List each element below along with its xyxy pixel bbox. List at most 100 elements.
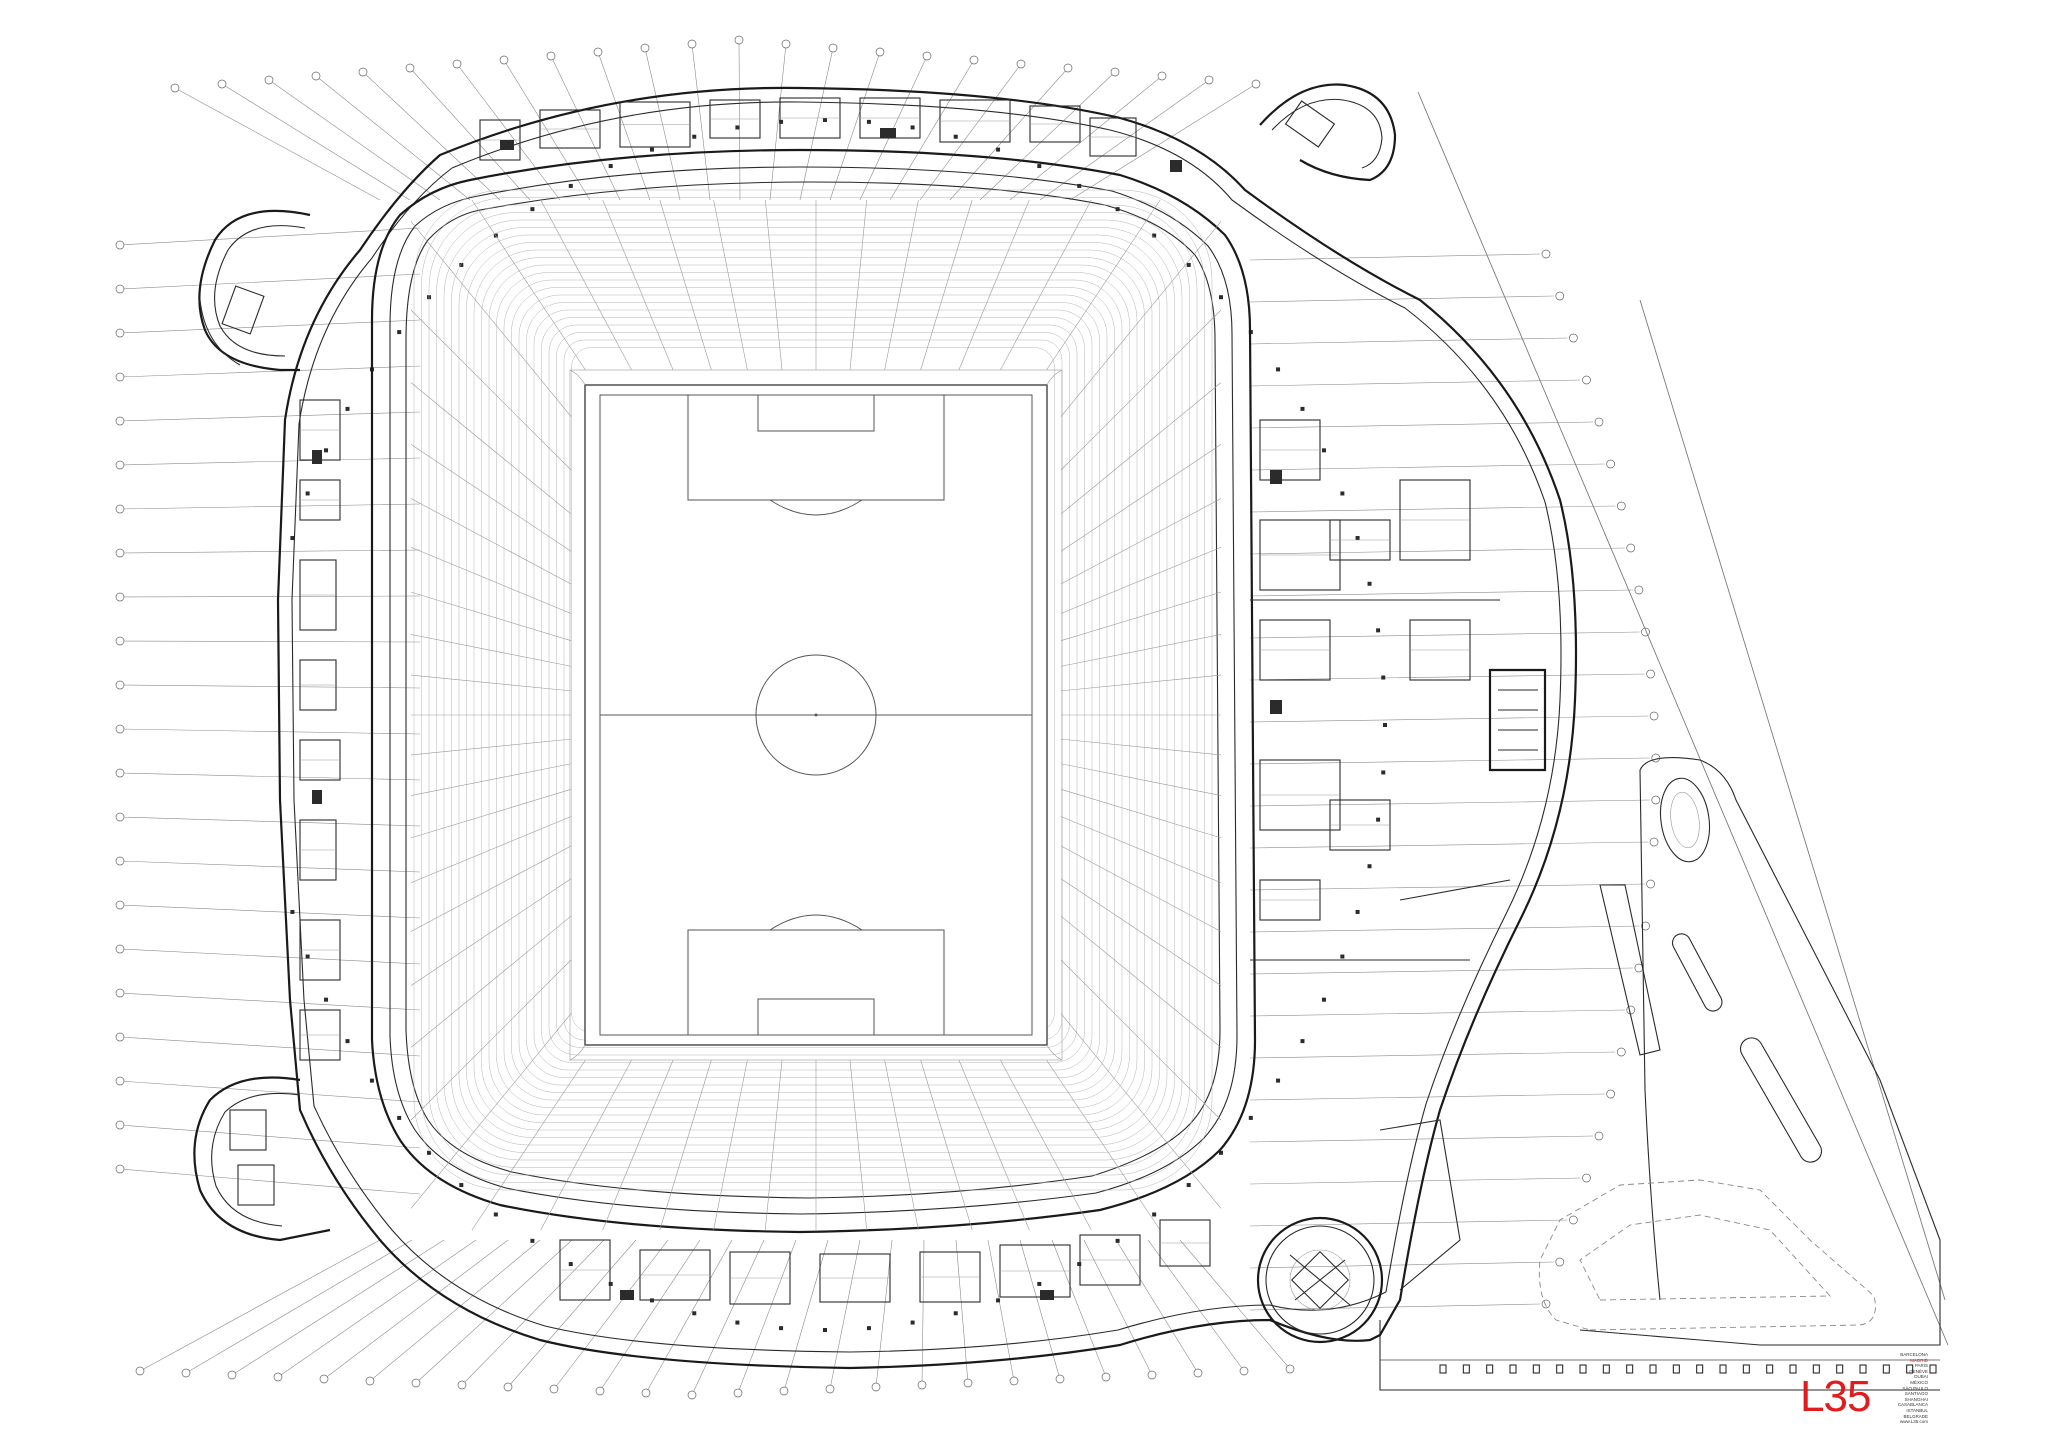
grid-line xyxy=(550,55,621,201)
seat-row xyxy=(421,197,1205,1183)
grid-bubble xyxy=(1569,333,1578,343)
perimeter-column xyxy=(1276,1078,1281,1083)
grid-bubble xyxy=(641,1388,651,1398)
seat-aisle xyxy=(410,915,572,1048)
perimeter-column xyxy=(1248,1115,1253,1120)
grid-line xyxy=(1249,673,1645,681)
grid-bubble xyxy=(1016,59,1026,69)
bollard xyxy=(1929,1364,1937,1374)
seat-aisle xyxy=(410,546,572,614)
perimeter-column xyxy=(1218,1150,1223,1155)
grid-line xyxy=(1019,1239,1061,1380)
grid-line xyxy=(1083,1239,1153,1376)
football-pitch xyxy=(569,369,1063,1061)
grid-bubble xyxy=(170,83,180,93)
grid-line xyxy=(1147,1239,1245,1372)
office-city: SHANGHAI xyxy=(1904,1396,1928,1402)
brand-logo: L35 xyxy=(1800,1372,1871,1421)
grid-line xyxy=(119,1168,421,1195)
seat-aisles xyxy=(410,199,1222,1231)
grid-line xyxy=(949,67,1069,201)
grid-bubble xyxy=(115,1120,125,1130)
grid-bubble xyxy=(1555,291,1565,301)
grid-line xyxy=(644,47,681,201)
seat-row xyxy=(511,287,1115,1093)
perimeter-column xyxy=(1037,1281,1042,1286)
grid-bubble xyxy=(115,680,125,690)
grid-bubble xyxy=(687,39,697,49)
grid-bubble xyxy=(1157,71,1167,81)
grid-line xyxy=(1039,79,1210,201)
seat-aisle xyxy=(410,498,572,585)
grid-line xyxy=(369,1239,541,1382)
seat-row xyxy=(466,242,1160,1138)
perimeter-column xyxy=(397,1115,402,1120)
perimeter-column xyxy=(568,1262,573,1267)
perimeter-column xyxy=(1152,1212,1157,1217)
seat-aisle xyxy=(1000,1059,1092,1231)
grid-line xyxy=(119,549,421,554)
perimeter-column xyxy=(1186,262,1191,267)
grid-lines-top xyxy=(170,35,1261,201)
seat-aisle xyxy=(1060,674,1222,692)
seat-aisle xyxy=(1060,546,1222,614)
perimeter-column xyxy=(1381,770,1386,775)
grid-bubble xyxy=(1541,249,1551,259)
seat-rows xyxy=(413,189,1213,1191)
grid-bubble xyxy=(503,1382,513,1392)
grid-line xyxy=(221,83,411,201)
grid-bubble xyxy=(1582,375,1591,385)
perimeter-column xyxy=(1077,1262,1082,1267)
grid-bubble xyxy=(734,35,744,45)
grid-line xyxy=(119,1036,421,1057)
grid-line xyxy=(645,1239,733,1394)
perimeter-column xyxy=(1355,536,1360,541)
grid-bubble xyxy=(922,51,932,61)
seat-aisle xyxy=(884,199,919,371)
perimeter-column xyxy=(735,125,740,130)
grid-line xyxy=(119,772,421,781)
seat-aisle xyxy=(1060,444,1222,552)
seat-aisle xyxy=(1060,763,1222,796)
grid-line xyxy=(507,1239,637,1388)
grid-line xyxy=(1249,757,1650,765)
grid-bubble xyxy=(1110,67,1120,77)
grid-bubble xyxy=(115,504,125,514)
perimeter-column xyxy=(1383,723,1387,727)
grid-line xyxy=(119,411,421,422)
perimeter-column xyxy=(910,125,915,130)
perimeter-column xyxy=(692,134,697,139)
grid-bubble xyxy=(115,460,125,470)
seat-aisle xyxy=(471,199,586,371)
grid-line xyxy=(1249,421,1593,429)
seat-aisle xyxy=(1060,498,1222,585)
grid-bubble xyxy=(405,63,415,73)
perimeter-column xyxy=(1300,406,1305,411)
grid-bubble xyxy=(115,856,125,866)
bollard xyxy=(1579,1364,1587,1374)
grid-bubble xyxy=(828,43,838,53)
perimeter-column xyxy=(324,997,329,1002)
grid-line xyxy=(955,1239,969,1384)
seat-aisle xyxy=(1060,816,1222,884)
grid-bubble xyxy=(779,1386,789,1396)
perimeter-column xyxy=(1321,448,1326,453)
seat-aisle xyxy=(849,1059,868,1231)
grid-bubble xyxy=(549,1384,559,1394)
grid-line xyxy=(119,595,421,598)
structural-core xyxy=(312,450,322,464)
seating-bowl xyxy=(405,181,1222,1231)
bollard xyxy=(1882,1364,1890,1374)
perimeter-column xyxy=(1300,1039,1305,1044)
structural-core xyxy=(880,128,896,138)
grid-line xyxy=(119,684,421,689)
bollard xyxy=(1836,1364,1844,1374)
grid-line xyxy=(987,1239,1015,1382)
grid-line xyxy=(1249,463,1605,471)
grid-bubble xyxy=(115,548,125,558)
seat-row xyxy=(526,302,1100,1078)
grid-line xyxy=(919,63,1022,201)
seat-row xyxy=(533,309,1093,1071)
grid-bubble xyxy=(1555,1257,1565,1267)
grid-bubble xyxy=(115,328,125,338)
